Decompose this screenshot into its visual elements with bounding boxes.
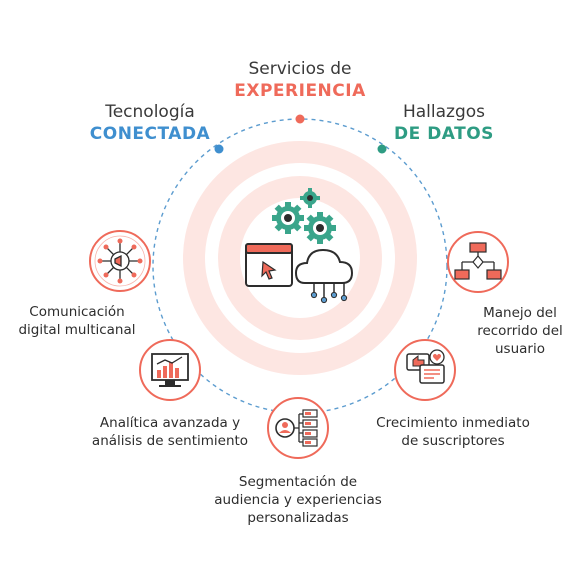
node-journey — [447, 231, 509, 293]
label-tecnologia: Tecnología CONECTADA — [80, 101, 220, 145]
caption-analytics: Analítica avanzada y análisis de sentimi… — [80, 414, 260, 450]
red-orbit-dot — [295, 114, 305, 124]
caption-line: personalizadas — [247, 510, 349, 526]
servicios-light: Servicios de — [248, 59, 352, 79]
caption-journey: Manejo del recorrido del usuario — [470, 304, 570, 358]
analytics-monitor-icon — [151, 353, 189, 387]
node-analytics — [139, 339, 201, 401]
caption-line: usuario — [495, 341, 545, 357]
caption-line: de suscriptores — [401, 433, 505, 449]
caption-line: audiencia y experiencias — [214, 492, 382, 508]
caption-line: digital multicanal — [18, 322, 136, 338]
caption-line: Crecimiento inmediato — [376, 415, 530, 431]
tecnologia-bold: CONECTADA — [89, 124, 211, 144]
node-communication — [89, 230, 151, 292]
hallazgos-bold: DE DATOS — [394, 124, 494, 144]
user-journey-flowchart-icon — [454, 242, 502, 280]
green-orbit-dot — [377, 144, 387, 154]
caption-line: Analítica avanzada y — [99, 415, 241, 431]
node-subscribers — [394, 339, 456, 401]
label-servicios: Servicios de EXPERIENCIA — [230, 58, 370, 102]
browser-cursor-icon — [245, 243, 293, 287]
caption-segmentation: Segmentación de audiencia y experiencias… — [203, 473, 393, 527]
node-segmentation — [267, 397, 329, 459]
dashed-orbit — [152, 118, 448, 414]
caption-line: Comunicación — [29, 304, 125, 320]
caption-line: Segmentación de — [238, 474, 358, 490]
label-hallazgos: Hallazgos DE DATOS — [374, 101, 514, 145]
subscriber-growth-icon — [406, 349, 445, 384]
caption-subscribers: Crecimiento inmediato de suscriptores — [368, 414, 538, 450]
cloud-network-icon — [294, 248, 354, 304]
blue-orbit-dot — [214, 144, 224, 154]
caption-line: análisis de sentimiento — [91, 433, 249, 449]
audience-segmentation-icon — [275, 409, 318, 447]
megaphone-network-icon — [101, 242, 139, 280]
tecnologia-light: Tecnología — [105, 102, 195, 122]
caption-communication: Comunicación digital multicanal — [12, 303, 142, 339]
gears-icon — [272, 188, 336, 244]
servicios-bold: EXPERIENCIA — [234, 81, 366, 101]
caption-line: Manejo del — [483, 305, 557, 321]
caption-line: recorrido del — [477, 323, 563, 339]
hallazgos-light: Hallazgos — [402, 102, 486, 122]
